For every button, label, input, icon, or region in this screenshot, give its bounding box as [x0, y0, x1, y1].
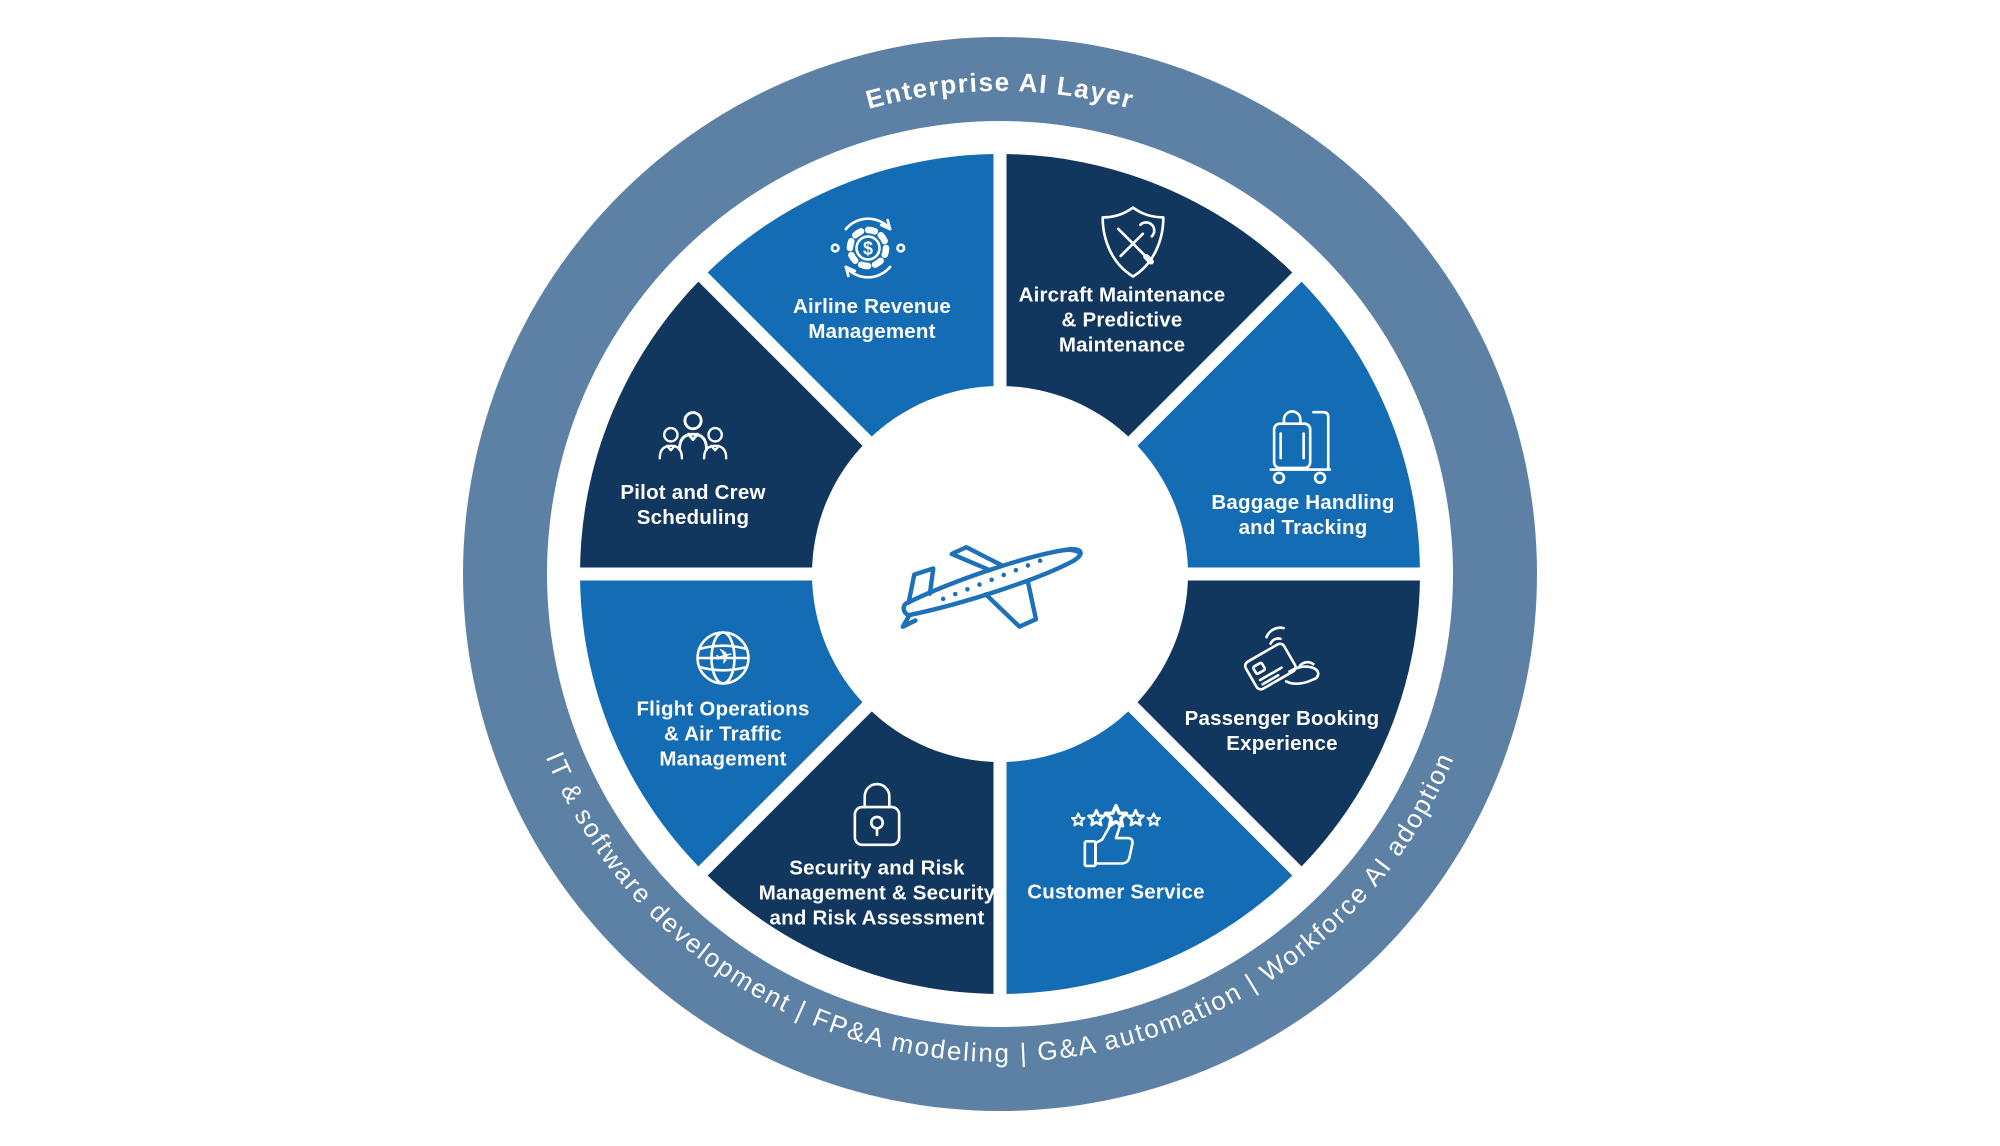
- crew-icon: [658, 411, 728, 460]
- contactless-card-icon: [1243, 626, 1320, 691]
- center-hub: [812, 386, 1188, 762]
- globe-plane-icon: ✈: [696, 631, 750, 685]
- label-aircraft-maintenance: Aircraft Maintenance & Predictive Mainte…: [1018, 283, 1226, 357]
- label-passenger-booking: Passenger Booking Experience: [1184, 707, 1380, 755]
- airplane-icon: [900, 544, 1083, 629]
- thumbs-up-stars-icon: [1070, 803, 1162, 868]
- luggage-cart-icon: [1269, 410, 1332, 485]
- shield-tools-icon: [1101, 206, 1165, 278]
- label-airline-revenue: Airline Revenue Management: [793, 295, 951, 343]
- label-flight-operations: Flight Operations & Air Traffic Manageme…: [636, 697, 810, 771]
- label-security-risk: Security and Risk Management & Security …: [758, 856, 996, 930]
- label-pilot-crew: Pilot and Crew Scheduling: [620, 481, 766, 529]
- revenue-cycle-icon: $: [830, 217, 906, 279]
- small-plane-glyph: ✈: [713, 643, 736, 671]
- gear-teeth: [846, 226, 890, 270]
- label-customer-service: Customer Service: [1027, 880, 1205, 904]
- padlock-icon: [853, 782, 901, 847]
- label-baggage-handling: Baggage Handling and Tracking: [1211, 491, 1395, 539]
- dollar-glyph: $: [863, 239, 873, 259]
